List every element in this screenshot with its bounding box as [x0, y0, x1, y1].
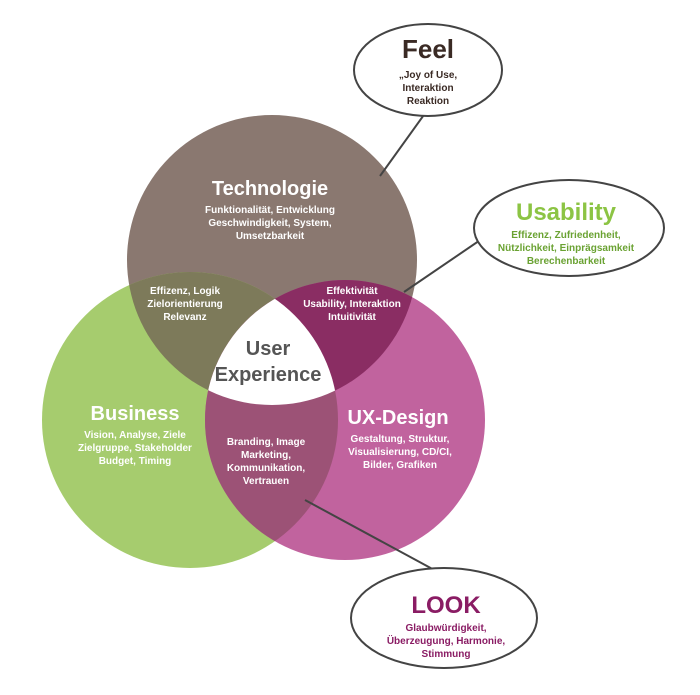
technologie-title: Technologie [212, 178, 328, 200]
technologie-line-3: Umsetzbarkeit [236, 231, 305, 242]
look-line-3: Stimmung [422, 649, 471, 660]
feel-bubble [353, 23, 503, 117]
usability-line-3: Berechenbarkeit [527, 256, 606, 267]
feel-title: Feel [402, 34, 454, 64]
business-line-3: Budget, Timing [99, 456, 172, 467]
ux-design-line-3: Bilder, Grafiken [363, 460, 437, 471]
overlap-tech-ux-line-2: Usability, Interaktion [303, 299, 401, 310]
technologie-line-1: Funktionalität, Entwicklung [205, 205, 335, 216]
ux-design-line-1: Gestaltung, Struktur, [351, 434, 450, 445]
business-title: Business [91, 403, 180, 425]
feel-line-2: Interaktion [402, 83, 453, 94]
center-overlap [205, 280, 338, 405]
overlap-business-ux-line-1: Branding, Image [227, 437, 306, 448]
usability-line-2: Nützlichkeit, Einprägsamkeit [498, 243, 635, 254]
usability-bubble [473, 179, 665, 277]
center-line-1: User [246, 338, 291, 360]
usability-line-1: Effizenz, Zufriedenheit, [511, 230, 621, 241]
overlap-tech-ux-line-1: Effektivität [326, 286, 378, 297]
look-connector [304, 499, 439, 573]
look-title: LOOK [411, 592, 481, 619]
look-line-2: Überzeugung, Harmonie, [387, 634, 506, 647]
overlap-tech-business-line-2: Zielorientierung [147, 299, 223, 310]
overlap-business-ux-line-4: Vertrauen [243, 476, 289, 487]
feel-line-3: Reaktion [407, 96, 449, 107]
feel-connector [379, 111, 427, 177]
look-bubble [350, 567, 538, 669]
business-line-1: Vision, Analyse, Ziele [84, 430, 186, 441]
feel-line-1: „Joy of Use, [399, 70, 458, 81]
overlap-tech-business-line-3: Relevanz [163, 312, 206, 323]
overlap-tech-business-line-1: Effizenz, Logik [150, 286, 220, 297]
business-line-2: Zielgruppe, Stakeholder [78, 443, 192, 454]
ux-design-title: UX-Design [347, 407, 448, 429]
look-line-1: Glaubwürdigkeit, [405, 623, 486, 634]
overlap-business-ux-line-2: Marketing, [241, 450, 291, 461]
overlap-business-ux-line-3: Kommunikation, [227, 463, 306, 474]
center-line-2: Experience [215, 364, 322, 386]
usability-title: Usability [516, 199, 617, 226]
ux-design-line-2: Visualisierung, CD/CI, [348, 447, 452, 458]
technologie-line-2: Geschwindigkeit, System, [208, 218, 332, 229]
overlap-tech-ux-line-3: Intuitivität [328, 312, 376, 323]
